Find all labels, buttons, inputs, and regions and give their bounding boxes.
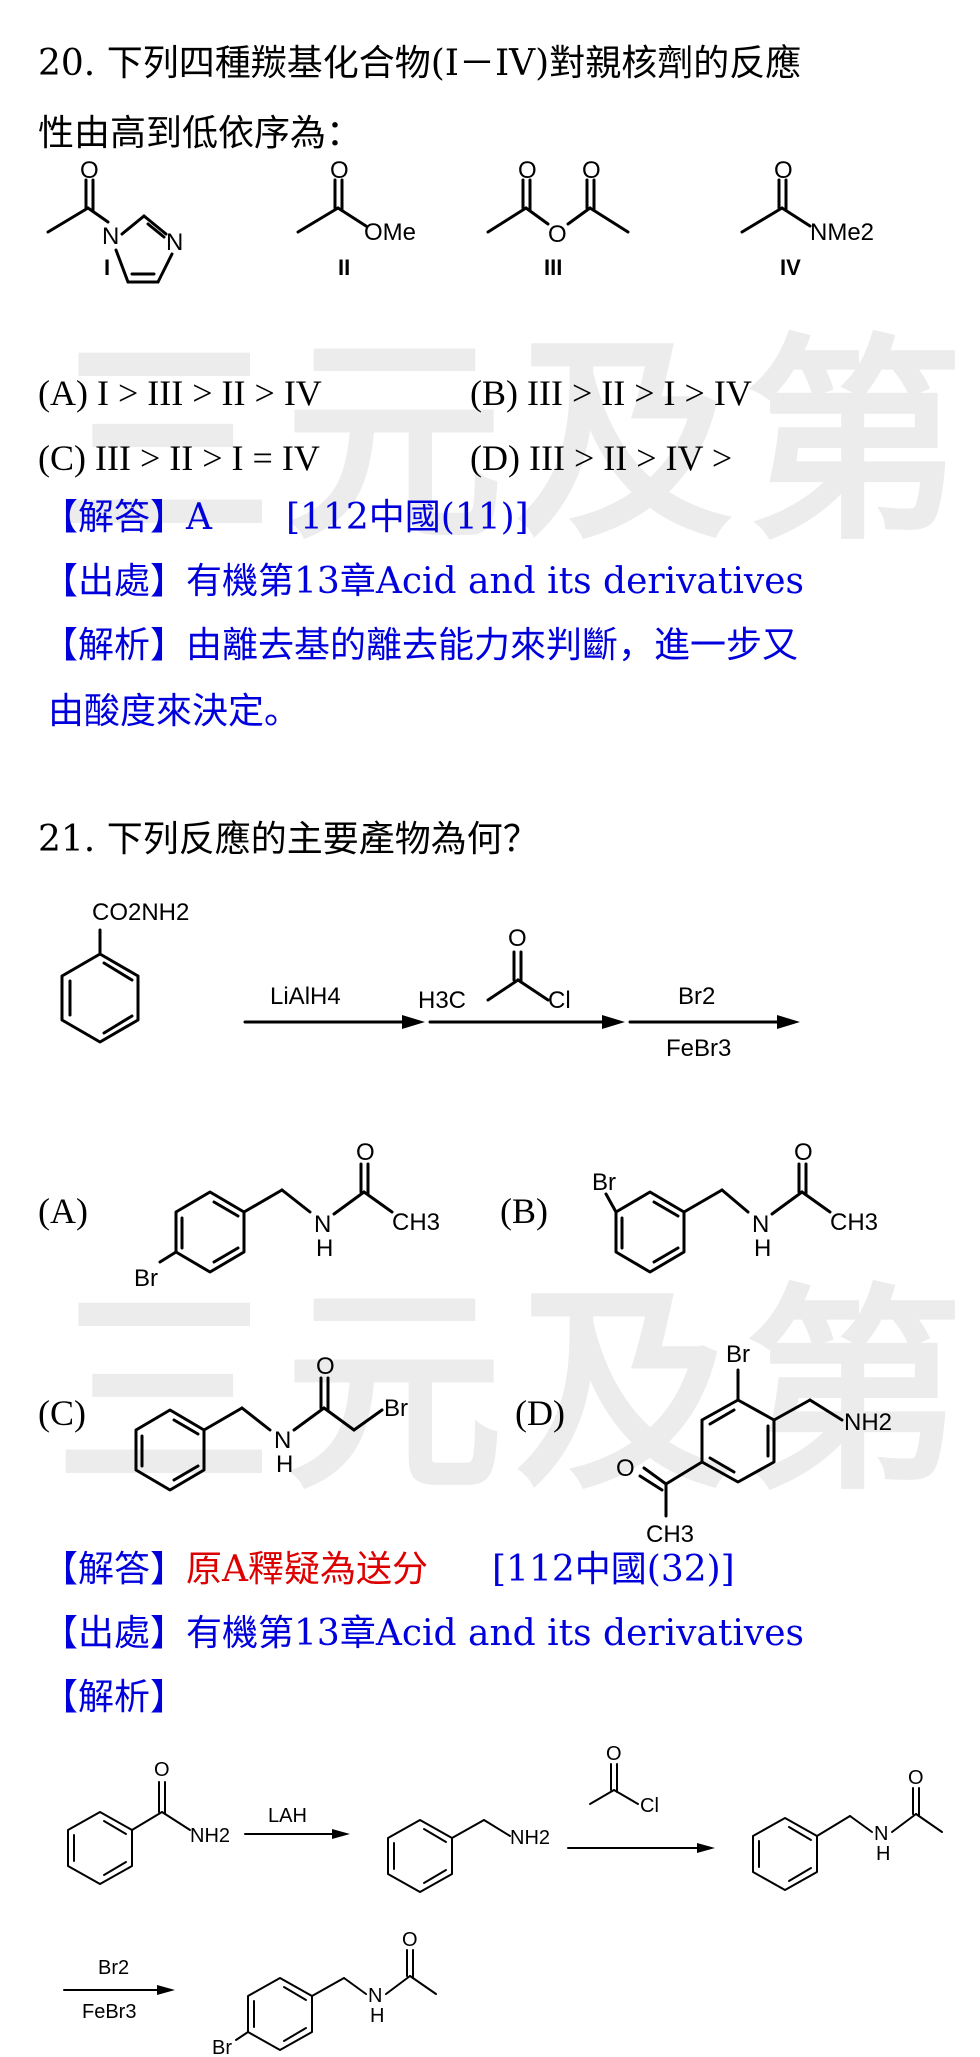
q21-option-b-label: (B) bbox=[500, 1191, 548, 1231]
atom-n: N bbox=[874, 1823, 888, 1845]
atom-br: Br bbox=[592, 1169, 616, 1196]
q20-option-a: (A) I > III > II > IV bbox=[38, 373, 322, 413]
q20-structure-ii: O OMe II bbox=[296, 157, 416, 280]
source-value: 有機第13章Acid and its derivatives bbox=[186, 1613, 804, 1654]
atom-o-right: O bbox=[582, 157, 601, 184]
atom-h: H bbox=[316, 1235, 333, 1262]
atom-ch3: CH3 bbox=[830, 1209, 878, 1236]
atom-cl: Cl bbox=[640, 1795, 659, 1817]
label-iv: IV bbox=[780, 255, 801, 280]
atom-n1: N bbox=[102, 223, 119, 250]
reagent-lah: LAH bbox=[268, 1805, 307, 1827]
q21-option-c-label: (C) bbox=[38, 1393, 86, 1433]
answer-value: 原A釋疑為送分 bbox=[186, 1549, 429, 1590]
atom-o: O bbox=[794, 1139, 813, 1166]
atom-o: O bbox=[402, 1929, 418, 1951]
source-value: 有機第13章Acid and its derivatives bbox=[186, 561, 804, 602]
atom-n: N bbox=[752, 1211, 769, 1238]
start-group: CO2NH2 bbox=[92, 899, 189, 926]
source-tag: 【出處】 bbox=[42, 1613, 187, 1654]
atom-o: O bbox=[616, 1455, 635, 1482]
label-ii: II bbox=[338, 255, 350, 280]
atom-h: H bbox=[754, 1235, 771, 1262]
atom-h: H bbox=[276, 1451, 293, 1478]
q21-option-a-structure: Br N H O CH3 bbox=[134, 1139, 440, 1292]
q21-option-d-label: (D) bbox=[515, 1393, 565, 1433]
atom-n: N bbox=[314, 1211, 331, 1238]
reagent-lialh4: LiAlH4 bbox=[270, 983, 341, 1010]
q21-option-d-structure: Br NH2 O CH3 bbox=[616, 1341, 892, 1548]
atom-o-left: O bbox=[518, 157, 537, 184]
atom-o: O bbox=[316, 1353, 335, 1380]
q21-reaction-scheme: CO2NH2 LiAlH4 H3C O Cl Br2 FeBr3 bbox=[60, 899, 800, 1062]
atom-h3c: H3C bbox=[418, 987, 466, 1014]
atom-br: Br bbox=[726, 1341, 750, 1368]
q20-option-c: (C) III > II > I = IV bbox=[38, 438, 320, 478]
q21-analysis-scheme-row1: O NH2 LAH NH2 O Cl O N H bbox=[67, 1743, 943, 1893]
label-iii: III bbox=[544, 255, 562, 280]
atom-o: O bbox=[154, 1759, 170, 1781]
watermark-top: 三元及第 bbox=[55, 317, 975, 570]
reagent-febr3: FeBr3 bbox=[666, 1035, 731, 1062]
atom-ch3: CH3 bbox=[646, 1521, 694, 1548]
q20-analysis-line2: 由酸度來決定。 bbox=[48, 691, 301, 732]
atom-o: O bbox=[908, 1767, 924, 1789]
q21-option-a-label: (A) bbox=[38, 1191, 88, 1231]
atom-o: O bbox=[606, 1743, 622, 1765]
atom-br: Br bbox=[384, 1395, 408, 1422]
q20-structure-iii: O O O III bbox=[486, 157, 630, 280]
reagent-br2: Br2 bbox=[98, 1957, 129, 1979]
analysis-tag: 【解析】 bbox=[42, 625, 187, 666]
answer-value: A bbox=[186, 497, 213, 538]
q21-option-c-structure: N H O Br bbox=[134, 1353, 408, 1492]
answer-tag: 【解答】 bbox=[42, 497, 187, 538]
atom-n3: N bbox=[166, 229, 183, 256]
atom-o: O bbox=[80, 157, 99, 184]
atom-cl: Cl bbox=[548, 987, 571, 1014]
q21-stem: 21. 下列反應的主要產物為何？ bbox=[38, 819, 539, 860]
atom-br: Br bbox=[212, 2037, 232, 2057]
q20-option-d: (D) III > II > IV > bbox=[470, 438, 733, 478]
atom-ome: OMe bbox=[364, 219, 416, 246]
atom-n: N bbox=[274, 1427, 291, 1454]
q20-stem-line2: 性由高到低依序為： bbox=[38, 113, 363, 154]
atom-o: O bbox=[774, 157, 793, 184]
source-tag: 【出處】 bbox=[42, 561, 187, 602]
q21-analysis-tag: 【解析】 bbox=[42, 1677, 187, 1718]
answer-source: [112中國(32)] bbox=[492, 1549, 735, 1590]
atom-o-bridge: O bbox=[548, 221, 567, 248]
q20-source-line: 【出處】有機第13章Acid and its derivatives bbox=[42, 560, 804, 604]
atom-o: O bbox=[508, 925, 527, 952]
q20-structure-iv: O NMe2 IV bbox=[740, 157, 874, 280]
reagent-febr3: FeBr3 bbox=[82, 2001, 136, 2023]
atom-nme2: NMe2 bbox=[810, 219, 874, 246]
q20-stem-line1: 20. 下列四種羰基化合物(I－IV)對親核劑的反應 bbox=[38, 43, 802, 84]
q21-answer-line: 【解答】原A釋疑為送分 [112中國(32)] bbox=[42, 1548, 735, 1592]
answer-tag: 【解答】 bbox=[42, 1549, 187, 1590]
q21-analysis-scheme-row2: Br2 FeBr3 Br N H O bbox=[63, 1929, 437, 2057]
atom-o: O bbox=[356, 1139, 375, 1166]
answer-source: [112中國(11)] bbox=[286, 497, 529, 538]
q21-source-line: 【出處】有機第13章Acid and its derivatives bbox=[42, 1612, 804, 1656]
watermark-bottom: 三元及第 bbox=[55, 1267, 975, 1520]
atom-n: N bbox=[368, 1985, 382, 2007]
atom-ch3: CH3 bbox=[392, 1209, 440, 1236]
label-i: I bbox=[104, 255, 110, 280]
atom-nh2-amine: NH2 bbox=[510, 1827, 550, 1849]
q20-analysis-line1: 【解析】由離去基的離去能力來判斷，進一步又 bbox=[42, 624, 798, 668]
atom-br: Br bbox=[134, 1265, 158, 1292]
q20-option-b: (B) III > II > I > IV bbox=[470, 373, 752, 413]
atom-nh2: NH2 bbox=[844, 1409, 892, 1436]
q21-option-b-structure: Br N H O CH3 bbox=[592, 1139, 878, 1274]
atom-o: O bbox=[330, 157, 349, 184]
atom-h: H bbox=[876, 1843, 890, 1865]
q20-answer-line: 【解答】A [112中國(11)] bbox=[42, 496, 529, 540]
atom-nh2-amide: NH2 bbox=[190, 1825, 230, 1847]
reagent-br2: Br2 bbox=[678, 983, 715, 1010]
analysis-text: 由離去基的離去能力來判斷，進一步又 bbox=[186, 625, 799, 666]
atom-h: H bbox=[370, 2005, 384, 2027]
q20-structure-i: O N N I bbox=[46, 157, 183, 284]
